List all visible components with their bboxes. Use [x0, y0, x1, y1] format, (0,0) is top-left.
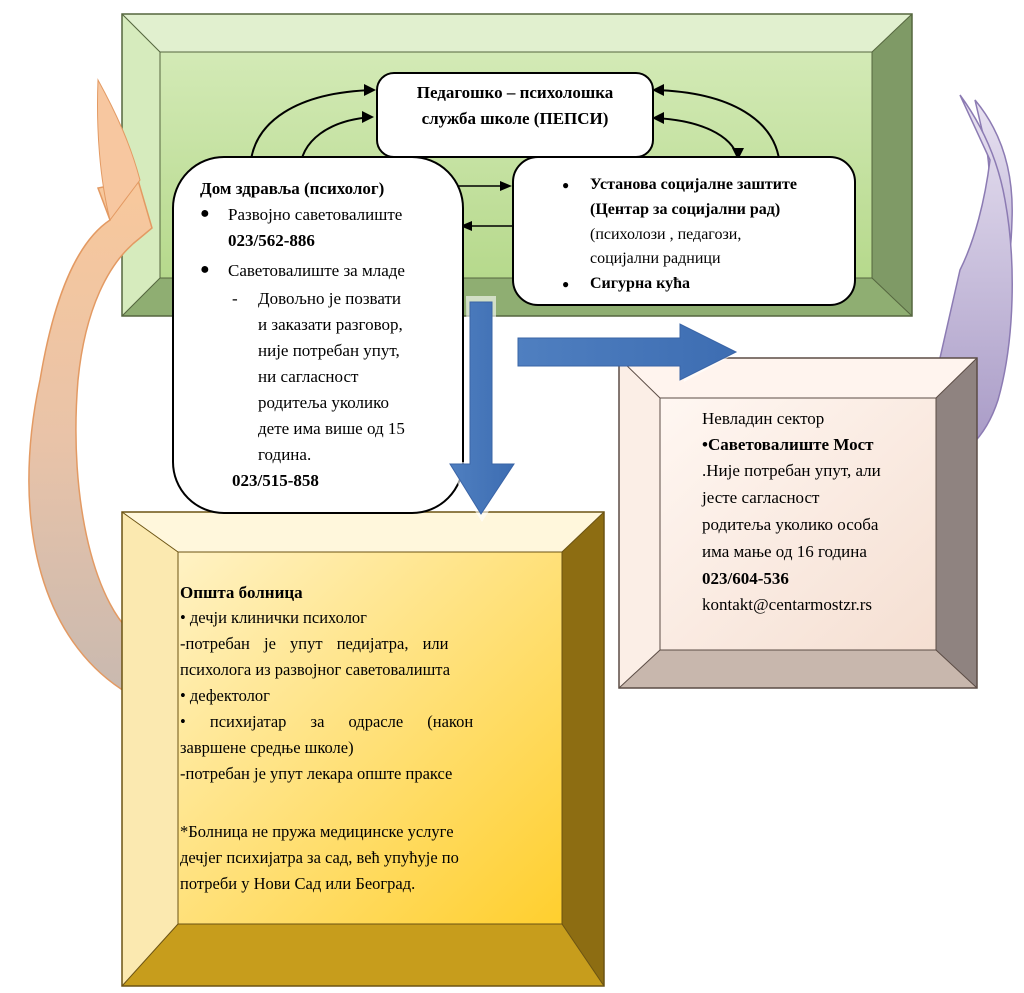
- pepsi-title-line2: служба школе (ПЕПСИ): [421, 109, 609, 128]
- bolnica-line: завршене средње школе): [180, 738, 354, 757]
- detail-line: Довољно је позвати: [258, 289, 401, 308]
- bolnica-note: *Болница не пружа медицинске услуге дечј…: [180, 819, 560, 897]
- detail-line: родитеља уколико: [258, 393, 390, 412]
- socijalna-box: [512, 156, 856, 306]
- bolnica-note-line: потреби у Нови Сад или Београд.: [180, 874, 416, 893]
- orange-curved-arrow: [28, 78, 153, 702]
- nevladin-email[interactable]: kontakt@centarmostzr.rs: [702, 595, 873, 614]
- connector-arrowheads: [362, 84, 786, 170]
- dash-marker: -: [232, 289, 238, 308]
- nevladin-line2: јесте сагласност: [702, 488, 820, 507]
- pepsi-title-line1: Педагошко – психолошка: [416, 83, 614, 102]
- detail-line: није потребан упут,: [258, 341, 400, 360]
- blue-arrow-down: [444, 296, 520, 522]
- nevladin-org: •Саветовалиште Мост: [702, 435, 874, 454]
- bullet-icon: ●: [562, 178, 570, 192]
- nevladin-phone: 023/604-536: [702, 569, 789, 588]
- detail-line: дете има више од 15: [258, 419, 405, 438]
- bullet-icon: ●: [200, 261, 210, 278]
- socijalna-line4: социјални радници: [590, 250, 721, 267]
- bolnica-details: • дечји клинички психолог -потребан је у…: [180, 605, 560, 787]
- socijalna-line1: Установа социјалне заштите: [590, 176, 797, 193]
- gold-bevel-frame: [121, 511, 605, 987]
- dom-phone-1: 023/562-886: [228, 231, 315, 250]
- bolnica-line: психолога из развојног саветовалишта: [180, 660, 451, 679]
- bullet-icon: ●: [562, 277, 570, 291]
- dom-zdravlja-box: [172, 156, 464, 514]
- nevladin-line1: .Није потребан упут, али: [702, 461, 881, 480]
- nevladin-line3: родитеља уколико особа: [702, 515, 879, 534]
- bolnica-line: • психијатар за одрасле (након: [180, 712, 474, 731]
- pepsi-box: [376, 72, 654, 158]
- detail-line: ни сагласност: [258, 367, 359, 386]
- detail-line: и заказати разговор,: [258, 315, 403, 334]
- bolnica-line: -потребан је упут педијатра, или: [180, 634, 449, 653]
- bolnica-line: -потребан је упут лекара опште праксе: [180, 764, 453, 783]
- dom-item-razvojno: Развојно саветовалиште: [228, 205, 403, 224]
- socijalna-sigurna-kuca: Сигурна кућа: [590, 275, 691, 292]
- dom-zdravlja-title: Дом здравља (психолог): [200, 179, 385, 198]
- socijalna-line2: (Центар за социјални рад): [590, 201, 781, 218]
- socijalna-line3: (психолози , педагози,: [590, 226, 742, 243]
- dom-item-mlade: Саветовалиште за младе: [228, 261, 405, 280]
- dom-mlade-details: Довољно је позвати и заказати разговор, …: [258, 286, 405, 468]
- detail-line: година.: [258, 445, 312, 464]
- bolnica-line: • дечји клинички психолог: [180, 608, 367, 627]
- nevladin-heading: Невладин сектор: [702, 409, 825, 428]
- bullet-icon: ●: [200, 205, 210, 222]
- blue-arrow-right: [512, 318, 742, 382]
- bolnica-note-line: дечјег психијатра за сад, већ упућује по: [180, 848, 459, 867]
- nevladin-line4: има мање од 16 година: [702, 542, 867, 561]
- bolnica-title: Општа болница: [180, 583, 303, 602]
- bolnica-line: • дефектолог: [180, 686, 270, 705]
- dom-phone-2: 023/515-858: [232, 471, 319, 490]
- bolnica-note-line: *Болница не пружа медицинске услуге: [180, 822, 454, 841]
